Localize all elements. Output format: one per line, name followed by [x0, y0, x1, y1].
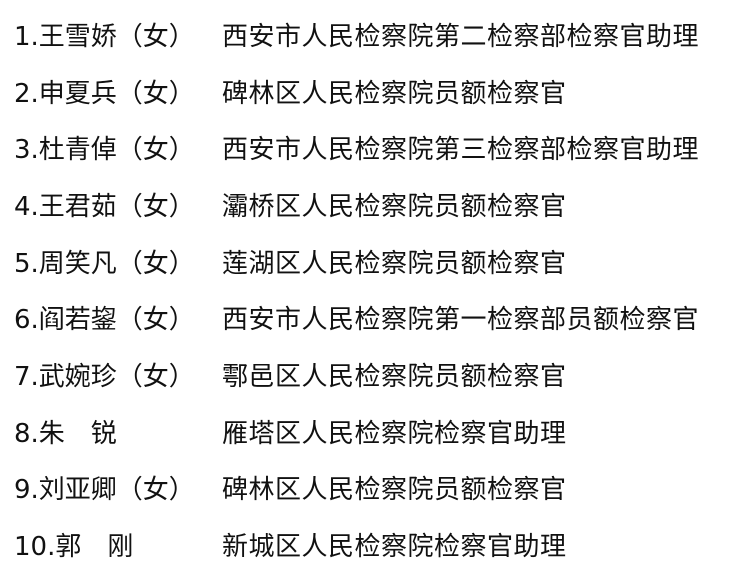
- list-item: 7.武婉珍（女） 鄠邑区人民检察院员额检察官: [0, 346, 751, 403]
- person-name: 4.王君茹（女）: [14, 191, 195, 222]
- list-item: 3.杜青倬（女） 西安市人民检察院第三检察部检察官助理: [0, 119, 751, 176]
- list-item: 2.申夏兵（女） 碑林区人民检察院员额检察官: [0, 63, 751, 120]
- person-name: 6.阎若鋆（女）: [14, 305, 195, 336]
- person-name: 7.武婉珍（女）: [14, 361, 195, 392]
- person-position: 灞桥区人民检察院员额检察官: [222, 191, 567, 222]
- list-item: 10.郭 刚 新城区人民检察院检察官助理: [0, 516, 751, 573]
- person-position: 西安市人民检察院第一检察部员额检察官: [222, 305, 700, 336]
- person-name: 1.王雪娇（女）: [14, 21, 195, 52]
- person-position: 西安市人民检察院第三检察部检察官助理: [222, 135, 700, 166]
- person-name: 2.申夏兵（女）: [14, 78, 195, 109]
- person-name: 9.刘亚卿（女）: [14, 475, 195, 506]
- person-name: 8.朱 锐: [14, 418, 117, 449]
- person-position: 雁塔区人民检察院检察官助理: [222, 418, 567, 449]
- list-item: 5.周笑凡（女） 莲湖区人民检察院员额检察官: [0, 233, 751, 290]
- person-position: 新城区人民检察院检察官助理: [222, 532, 567, 563]
- list-item: 1.王雪娇（女） 西安市人民检察院第二检察部检察官助理: [0, 6, 751, 63]
- person-position: 莲湖区人民检察院员额检察官: [222, 248, 567, 279]
- person-position: 西安市人民检察院第二检察部检察官助理: [222, 21, 700, 52]
- person-position: 鄠邑区人民检察院员额检察官: [222, 361, 567, 392]
- list-item: 6.阎若鋆（女） 西安市人民检察院第一检察部员额检察官: [0, 289, 751, 346]
- person-name: 10.郭 刚: [14, 532, 134, 563]
- person-name: 3.杜青倬（女）: [14, 135, 195, 166]
- list-item: 9.刘亚卿（女） 碑林区人民检察院员额检察官: [0, 460, 751, 517]
- person-name: 5.周笑凡（女）: [14, 248, 195, 279]
- list-item: 8.朱 锐 雁塔区人民检察院检察官助理: [0, 403, 751, 460]
- personnel-list: 1.王雪娇（女） 西安市人民检察院第二检察部检察官助理 2.申夏兵（女） 碑林区…: [0, 6, 751, 573]
- list-item: 4.王君茹（女） 灞桥区人民检察院员额检察官: [0, 176, 751, 233]
- person-position: 碑林区人民检察院员额检察官: [222, 475, 567, 506]
- person-position: 碑林区人民检察院员额检察官: [222, 78, 567, 109]
